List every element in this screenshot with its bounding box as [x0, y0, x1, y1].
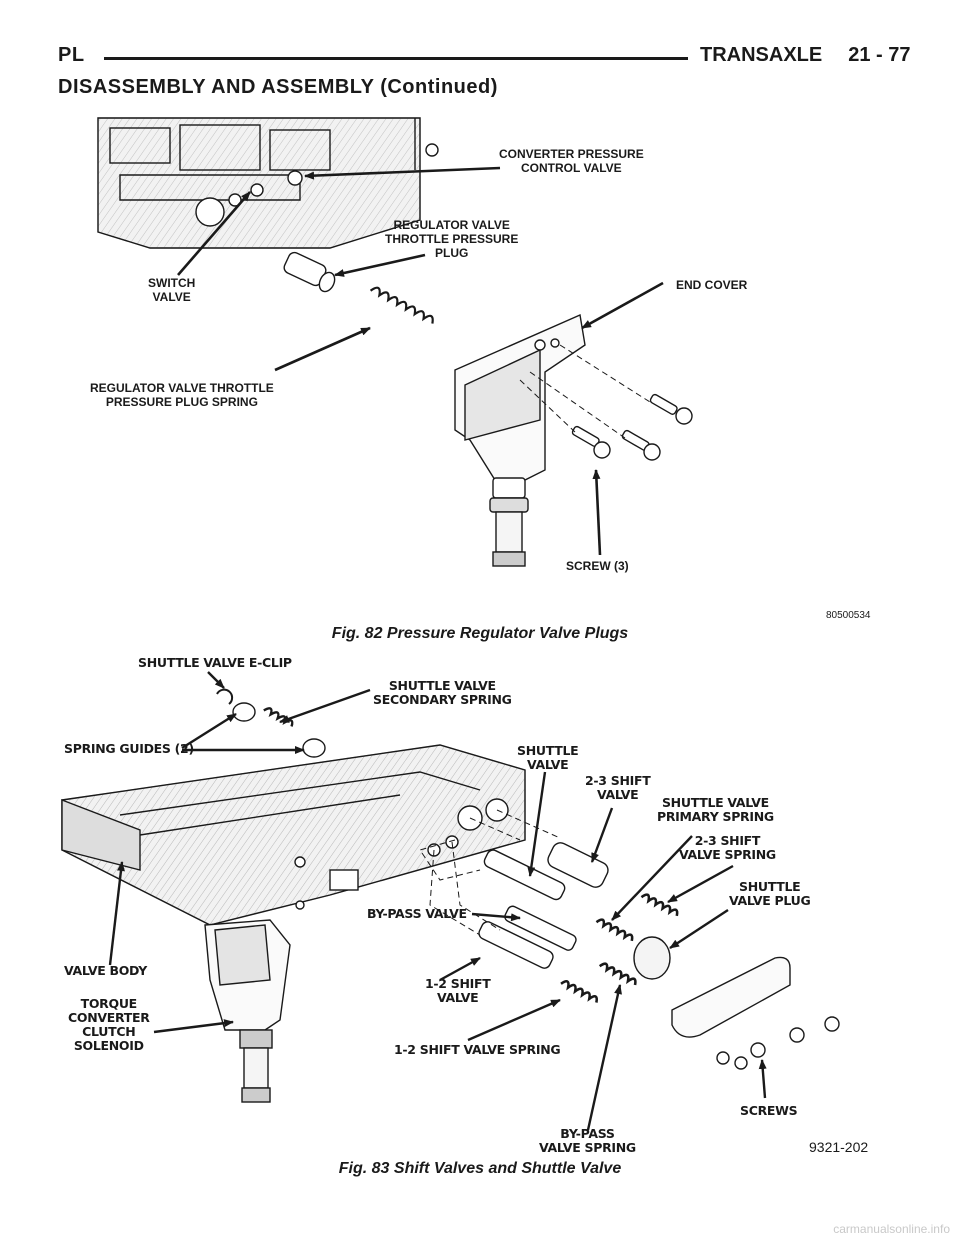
label-shuttle-valve-plug: SHUTTLE VALVE PLUG [729, 879, 811, 908]
fig83-id: 9321-202 [809, 1139, 869, 1155]
header-code: PL [58, 44, 85, 66]
label-shuttle-valve-primary-spring: SHUTTLE VALVE PRIMARY SPRING [657, 795, 774, 824]
footer-watermark: carmanualsonline.info [833, 1222, 950, 1236]
label-screw-3: SCREW (3) [566, 559, 629, 573]
label-1-2-shift-valve: 1-2 SHIFT VALVE [425, 976, 491, 1005]
label-2-3-shift-valve-spring: 2-3 SHIFT VALVE SPRING [679, 833, 776, 862]
label-end-cover: END COVER [676, 278, 748, 292]
label-regulator-valve-throttle-pressure-plug-spring: REGULATOR VALVE THROTTLE PRESSURE PLUG S… [90, 381, 274, 409]
label-screws: SCREWS [740, 1103, 798, 1118]
fig83-drawing [61, 688, 840, 1103]
fig82-drawing [97, 117, 693, 567]
label-1-2-shift-valve-spring: 1-2 SHIFT VALVE SPRING [394, 1042, 561, 1057]
label-by-pass-valve: BY-PASS VALVE [367, 906, 467, 921]
label-switch-valve: SWITCH VALVE [148, 276, 196, 304]
label-shuttle-valve-secondary-spring: SHUTTLE VALVE SECONDARY SPRING [373, 678, 512, 707]
label-valve-body: VALVE BODY [64, 963, 147, 978]
fig82-caption: Fig. 82 Pressure Regulator Valve Plugs [331, 625, 629, 642]
page-number: 21 - 77 [848, 44, 911, 66]
fig82-id: 80500534 [826, 610, 871, 621]
fig82-leader-lines [177, 166, 664, 556]
label-2-3-shift-valve: 2-3 SHIFT VALVE [585, 773, 651, 802]
header-rule [104, 57, 688, 60]
label-by-pass-valve-spring: BY-PASS VALVE SPRING [539, 1126, 636, 1155]
fig83-leader-lines [108, 671, 767, 1131]
header-section: TRANSAXLE 21 - 77 [700, 44, 911, 67]
label-shuttle-valve: SHUTTLE VALVE [517, 743, 579, 772]
header-section-name: TRANSAXLE [700, 44, 823, 66]
label-shuttle-valve-e-clip: SHUTTLE VALVE E-CLIP [138, 655, 292, 670]
label-spring-guides: SPRING GUIDES (2) [64, 741, 194, 756]
section-title: DISASSEMBLY AND ASSEMBLY (Continued) [58, 76, 498, 98]
label-converter-pressure-control-valve: CONVERTER PRESSURE CONTROL VALVE [499, 147, 644, 175]
label-regulator-valve-throttle-pressure-plug: REGULATOR VALVE THROTTLE PRESSURE PLUG [385, 218, 519, 260]
fig83-caption: Fig. 83 Shift Valves and Shuttle Valve [338, 1160, 622, 1177]
label-torque-converter-clutch-solenoid: TORQUE CONVERTER CLUTCH SOLENOID [68, 996, 150, 1053]
